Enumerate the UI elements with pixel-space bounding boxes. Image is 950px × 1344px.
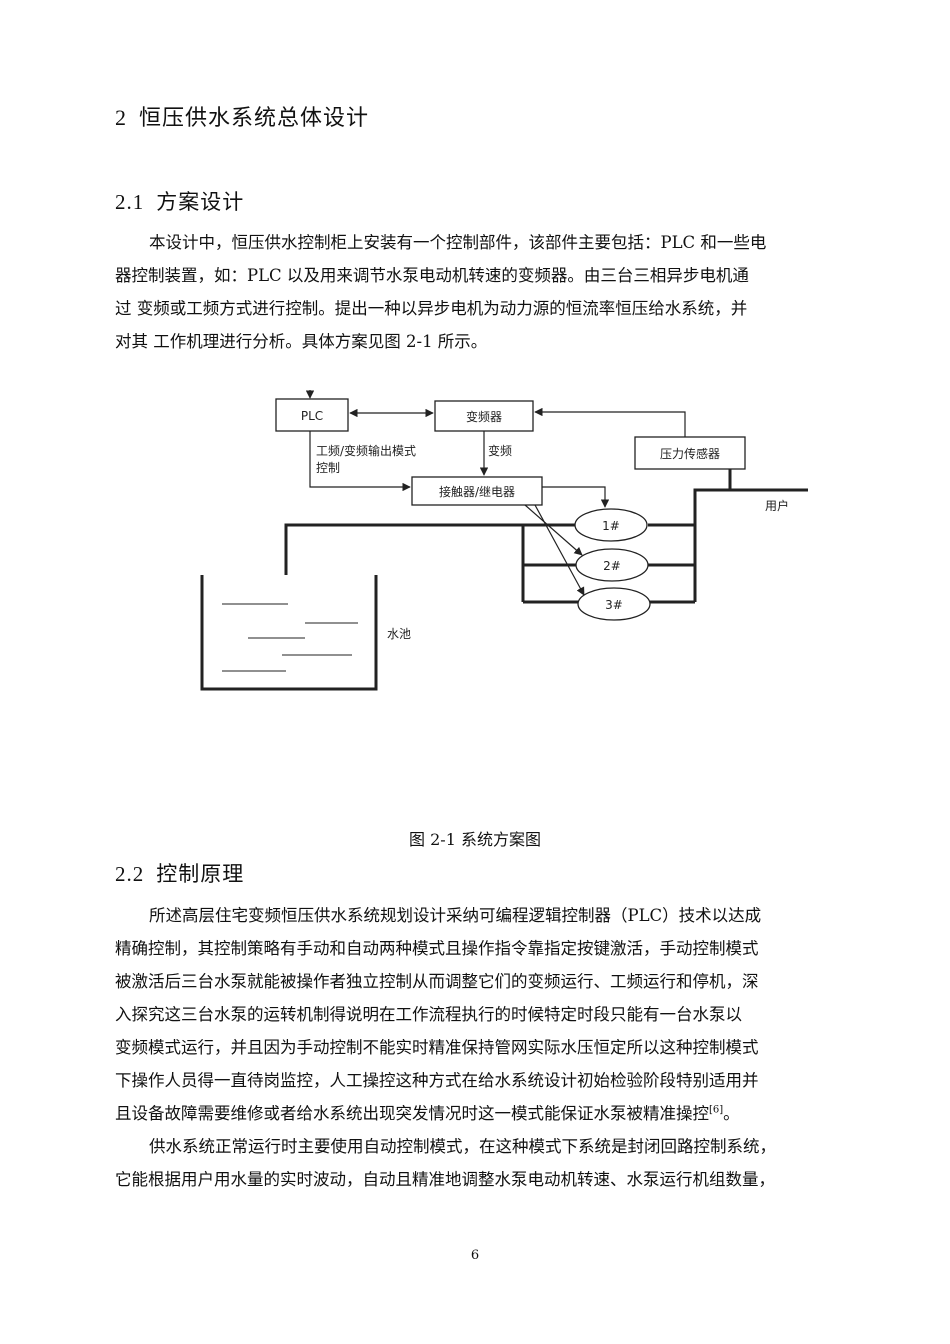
user-label: 用户 xyxy=(765,498,789,513)
paragraph-line: 供水系统正常运行时主要使用自动控制模式，在这种模式下系统是封闭回路控制系统， xyxy=(149,1137,776,1156)
paragraph-line: 下操作人员得一直待岗监控，人工操控这种方式在给水系统设计初始检验阶段特别适用并 xyxy=(115,1071,759,1090)
sensor-feedback-arrow xyxy=(534,407,686,437)
citation-ref: [6] xyxy=(709,1104,724,1116)
paragraph-line: 且设备故障需要维修或者给水系统出现突发情况时这一模式能保证水泵被精准操控[6]。 xyxy=(115,1097,860,1130)
section-title: 恒压供水系统总体设计 xyxy=(139,106,370,131)
paragraph-line: 精确控制，其控制策略有手动和自动两种模式且操作指令靠指定按键激活，手动控制模式 xyxy=(115,939,759,958)
pump-3 xyxy=(577,587,651,621)
paragraph-line: 入探究这三台水泵的运转机制得说明在工作流程执行的时候特定时段只能有一台水泵以 xyxy=(115,1005,742,1024)
subsection-heading-2-1: 2.1 方案设计 xyxy=(115,186,244,216)
section-number: 2 xyxy=(115,105,127,130)
paragraph-line: 被激活后三台水泵就能被操作者独立控制从而调整它们的变频运行、工频运行和停机，深 xyxy=(115,972,759,991)
subsection-number: 2.1 xyxy=(115,190,145,214)
vfd-label: 变频器 xyxy=(466,409,502,424)
contactor-box xyxy=(411,476,543,506)
subsection-title: 控制原理 xyxy=(156,862,245,886)
paragraph-line: 器控制装置，如：PLC 以及用来调节水泵电动机转速的变频器。由三台三相异步电机通 xyxy=(115,266,749,285)
section-heading: 2 恒压供水系统总体设计 xyxy=(115,100,369,132)
paragraph-line: 所述高层住宅变频恒压供水系统规划设计采纳可编程逻辑控制器（PLC）技术以达成 xyxy=(149,906,762,925)
mode-label-1: 工频/变频输出模式 xyxy=(316,443,416,458)
system-diagram-svg: PLC 变频器 压力传感器 变频 工频/变频输出模式 控制 接触器/继电器 xyxy=(200,390,808,691)
pump-2-label: 2# xyxy=(603,559,621,573)
sensor-label: 压力传感器 xyxy=(660,446,720,461)
vfd-box xyxy=(434,400,534,432)
pool-label: 水池 xyxy=(387,627,411,641)
paragraph-line: 对其 工作机理进行分析。具体方案见图 2-1 所示。 xyxy=(115,332,488,351)
contactor-pump2-arrow xyxy=(524,504,583,556)
outlet-riser xyxy=(648,488,730,527)
plc-box xyxy=(275,398,349,432)
plc-contactor-arrow xyxy=(309,431,411,492)
subsection-number: 2.2 xyxy=(115,862,145,886)
paragraph-line-text: 且设备故障需要维修或者给水系统出现突发情况时这一模式能保证水泵被精准操控 xyxy=(115,1104,709,1123)
sensor-box xyxy=(634,436,746,470)
subsection-heading-2-2: 2.2 控制原理 xyxy=(115,858,244,888)
subsection-title: 方案设计 xyxy=(156,190,245,214)
paragraph-control-principle: 所述高层住宅变频恒压供水系统规划设计采纳可编程逻辑控制器（PLC）技术以达成 精… xyxy=(115,899,860,1130)
contactor-pump1-arrow xyxy=(542,486,610,508)
pump-1-label: 1# xyxy=(602,519,620,533)
paragraph-line: 过 变频或工频方式进行控制。提出一种以异步电机为动力源的恒流率恒压给水系统，并 xyxy=(115,299,748,318)
pump-2 xyxy=(575,548,649,582)
mode-label-2: 控制 xyxy=(316,461,340,475)
water-tank xyxy=(200,575,378,691)
system-diagram: PLC 变频器 压力传感器 变频 工频/变频输出模式 控制 接触器/继电器 xyxy=(190,385,830,705)
paragraph-line-end: 。 xyxy=(723,1104,740,1123)
pump-3-label: 3# xyxy=(605,598,623,612)
contactor-label: 接触器/继电器 xyxy=(439,484,515,499)
pump-1 xyxy=(574,508,648,542)
paragraph-scheme: 本设计中，恒压供水控制柜上安装有一个控制部件，该部件主要包括：PLC 和一些电 … xyxy=(115,226,860,358)
plc-label: PLC xyxy=(301,409,323,423)
contactor-pump3-arrow xyxy=(534,504,585,596)
paragraph-line: 本设计中，恒压供水控制柜上安装有一个控制部件，该部件主要包括：PLC 和一些电 xyxy=(149,233,767,252)
paragraph-line: 它能根据用户用水量的实时波动，自动且精准地调整水泵电动机转速、水泵运行机组数量， xyxy=(115,1170,775,1189)
paragraph-auto-mode: 供水系统正常运行时主要使用自动控制模式，在这种模式下系统是封闭回路控制系统， 它… xyxy=(115,1130,860,1196)
page-number: 6 xyxy=(470,1248,480,1263)
vf-label: 变频 xyxy=(488,443,512,458)
paragraph-line: 变频模式运行，并且因为手动控制不能实时精准保持管网实际水压恒定所以这种控制模式 xyxy=(115,1038,759,1057)
suction-main xyxy=(284,523,575,575)
figure-caption: 图 2-1 系统方案图 xyxy=(409,830,541,849)
